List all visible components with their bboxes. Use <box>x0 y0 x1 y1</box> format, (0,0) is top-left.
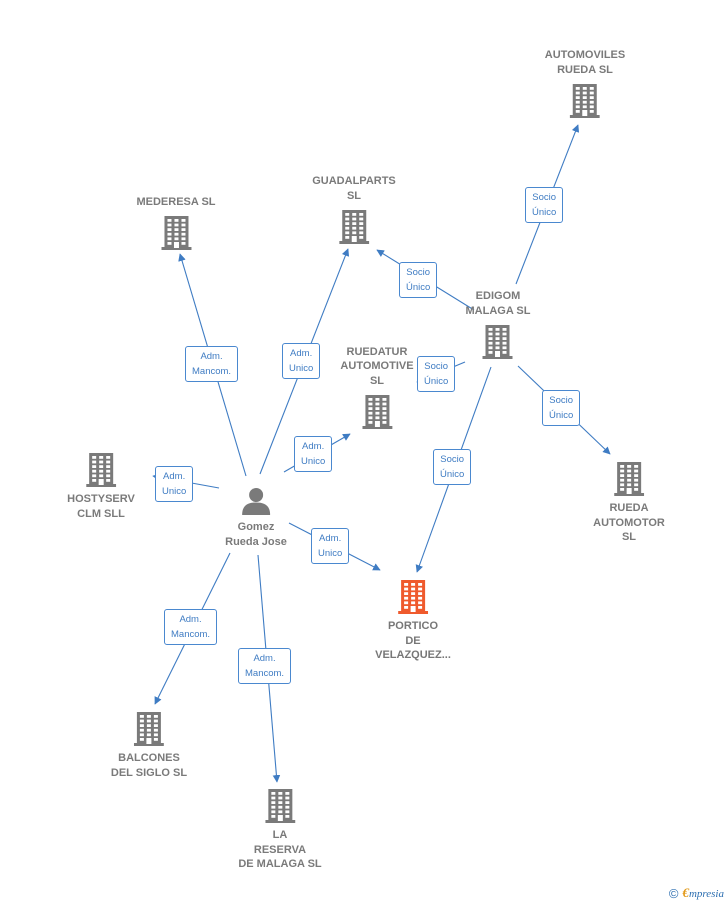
building-icon <box>160 216 191 250</box>
node-balcones[interactable]: BALCONES DEL SIGLO SL <box>111 711 187 780</box>
node-label: BALCONES DEL SIGLO SL <box>110 752 188 779</box>
node-automoviles[interactable]: AUTOMOVILES RUEDA SL <box>545 48 625 119</box>
edge-label-edigom-to-automoviles[interactable]: Socio Único <box>525 187 564 223</box>
edge-label-person-to-ruedatur[interactable]: Adm. Unico <box>294 436 333 472</box>
edge-label-edigom-to-portico[interactable]: Socio Único <box>433 449 472 485</box>
building-icon-focus <box>398 580 428 614</box>
edge-label-edigom-to-ruedaautomotor[interactable]: Socio Único <box>542 390 581 426</box>
building-icon <box>86 453 116 487</box>
edge-label-person-to-guadalparts[interactable]: Adm. Unico <box>282 343 321 379</box>
node-label: LA RESERVA DE MALAGA SL <box>238 829 322 870</box>
node-hostyserv[interactable]: HOSTYSERV CLM SLL <box>67 452 135 521</box>
node-label: Gomez Rueda Jose <box>225 521 287 548</box>
brand-initial: € <box>682 885 689 900</box>
copyright-icon: © <box>668 885 679 901</box>
person-icon <box>242 488 270 515</box>
building-icon <box>361 395 392 429</box>
building-icon <box>338 210 369 244</box>
edge-label-person-to-mederesa[interactable]: Adm. Mancom. <box>185 346 239 382</box>
building-icon <box>482 325 513 359</box>
node-label: MEDERESA SL <box>136 195 216 208</box>
edge-label-edigom-to-ruedatur[interactable]: Socio Único <box>417 356 456 392</box>
edge-label-person-to-portico[interactable]: Adm. Unico <box>311 528 350 564</box>
edge-label-person-to-balcones[interactable]: Adm. Mancom. <box>164 609 218 645</box>
node-guadalparts[interactable]: GUADALPARTS SL <box>312 174 396 245</box>
brand-logo[interactable]: €mpresia <box>682 885 724 901</box>
edge-label-person-to-hostyserv[interactable]: Adm. Unico <box>155 466 194 502</box>
node-label: RUEDATUR AUTOMOTIVE SL <box>340 345 414 387</box>
node-edigom[interactable]: EDIGOM MALAGA SL <box>465 289 531 360</box>
node-label: GUADALPARTS SL <box>312 175 396 202</box>
building-icon <box>569 84 600 118</box>
brand-name: mpresia <box>688 888 724 900</box>
node-portico[interactable]: PORTICO DE VELAZQUEZ... <box>375 579 451 663</box>
node-mederesa[interactable]: MEDERESA SL <box>136 195 216 252</box>
node-lareserva[interactable]: LA RESERVA DE MALAGA SL <box>238 788 322 872</box>
node-label: AUTOMOVILES RUEDA SL <box>544 49 626 76</box>
node-label: HOSTYSERV CLM SLL <box>67 493 135 520</box>
edge-label-person-to-lareserva[interactable]: Adm. Mancom. <box>238 648 292 684</box>
building-icon <box>265 789 295 823</box>
edge-label-edigom-to-guadalparts[interactable]: Socio Único <box>399 262 438 298</box>
building-icon <box>133 712 164 746</box>
node-person[interactable]: Gomez Rueda Jose <box>225 486 287 549</box>
node-label: RUEDA AUTOMOTOR SL <box>593 502 665 543</box>
node-ruedaautomotor[interactable]: RUEDA AUTOMOTOR SL <box>593 461 665 545</box>
building-icon <box>614 462 644 496</box>
footer-brand: © €mpresia <box>669 885 724 901</box>
node-ruedatur[interactable]: RUEDATUR AUTOMOTIVE SL <box>340 345 414 431</box>
node-label: PORTICO DE VELAZQUEZ... <box>375 620 451 661</box>
node-label: EDIGOM MALAGA SL <box>465 290 531 317</box>
